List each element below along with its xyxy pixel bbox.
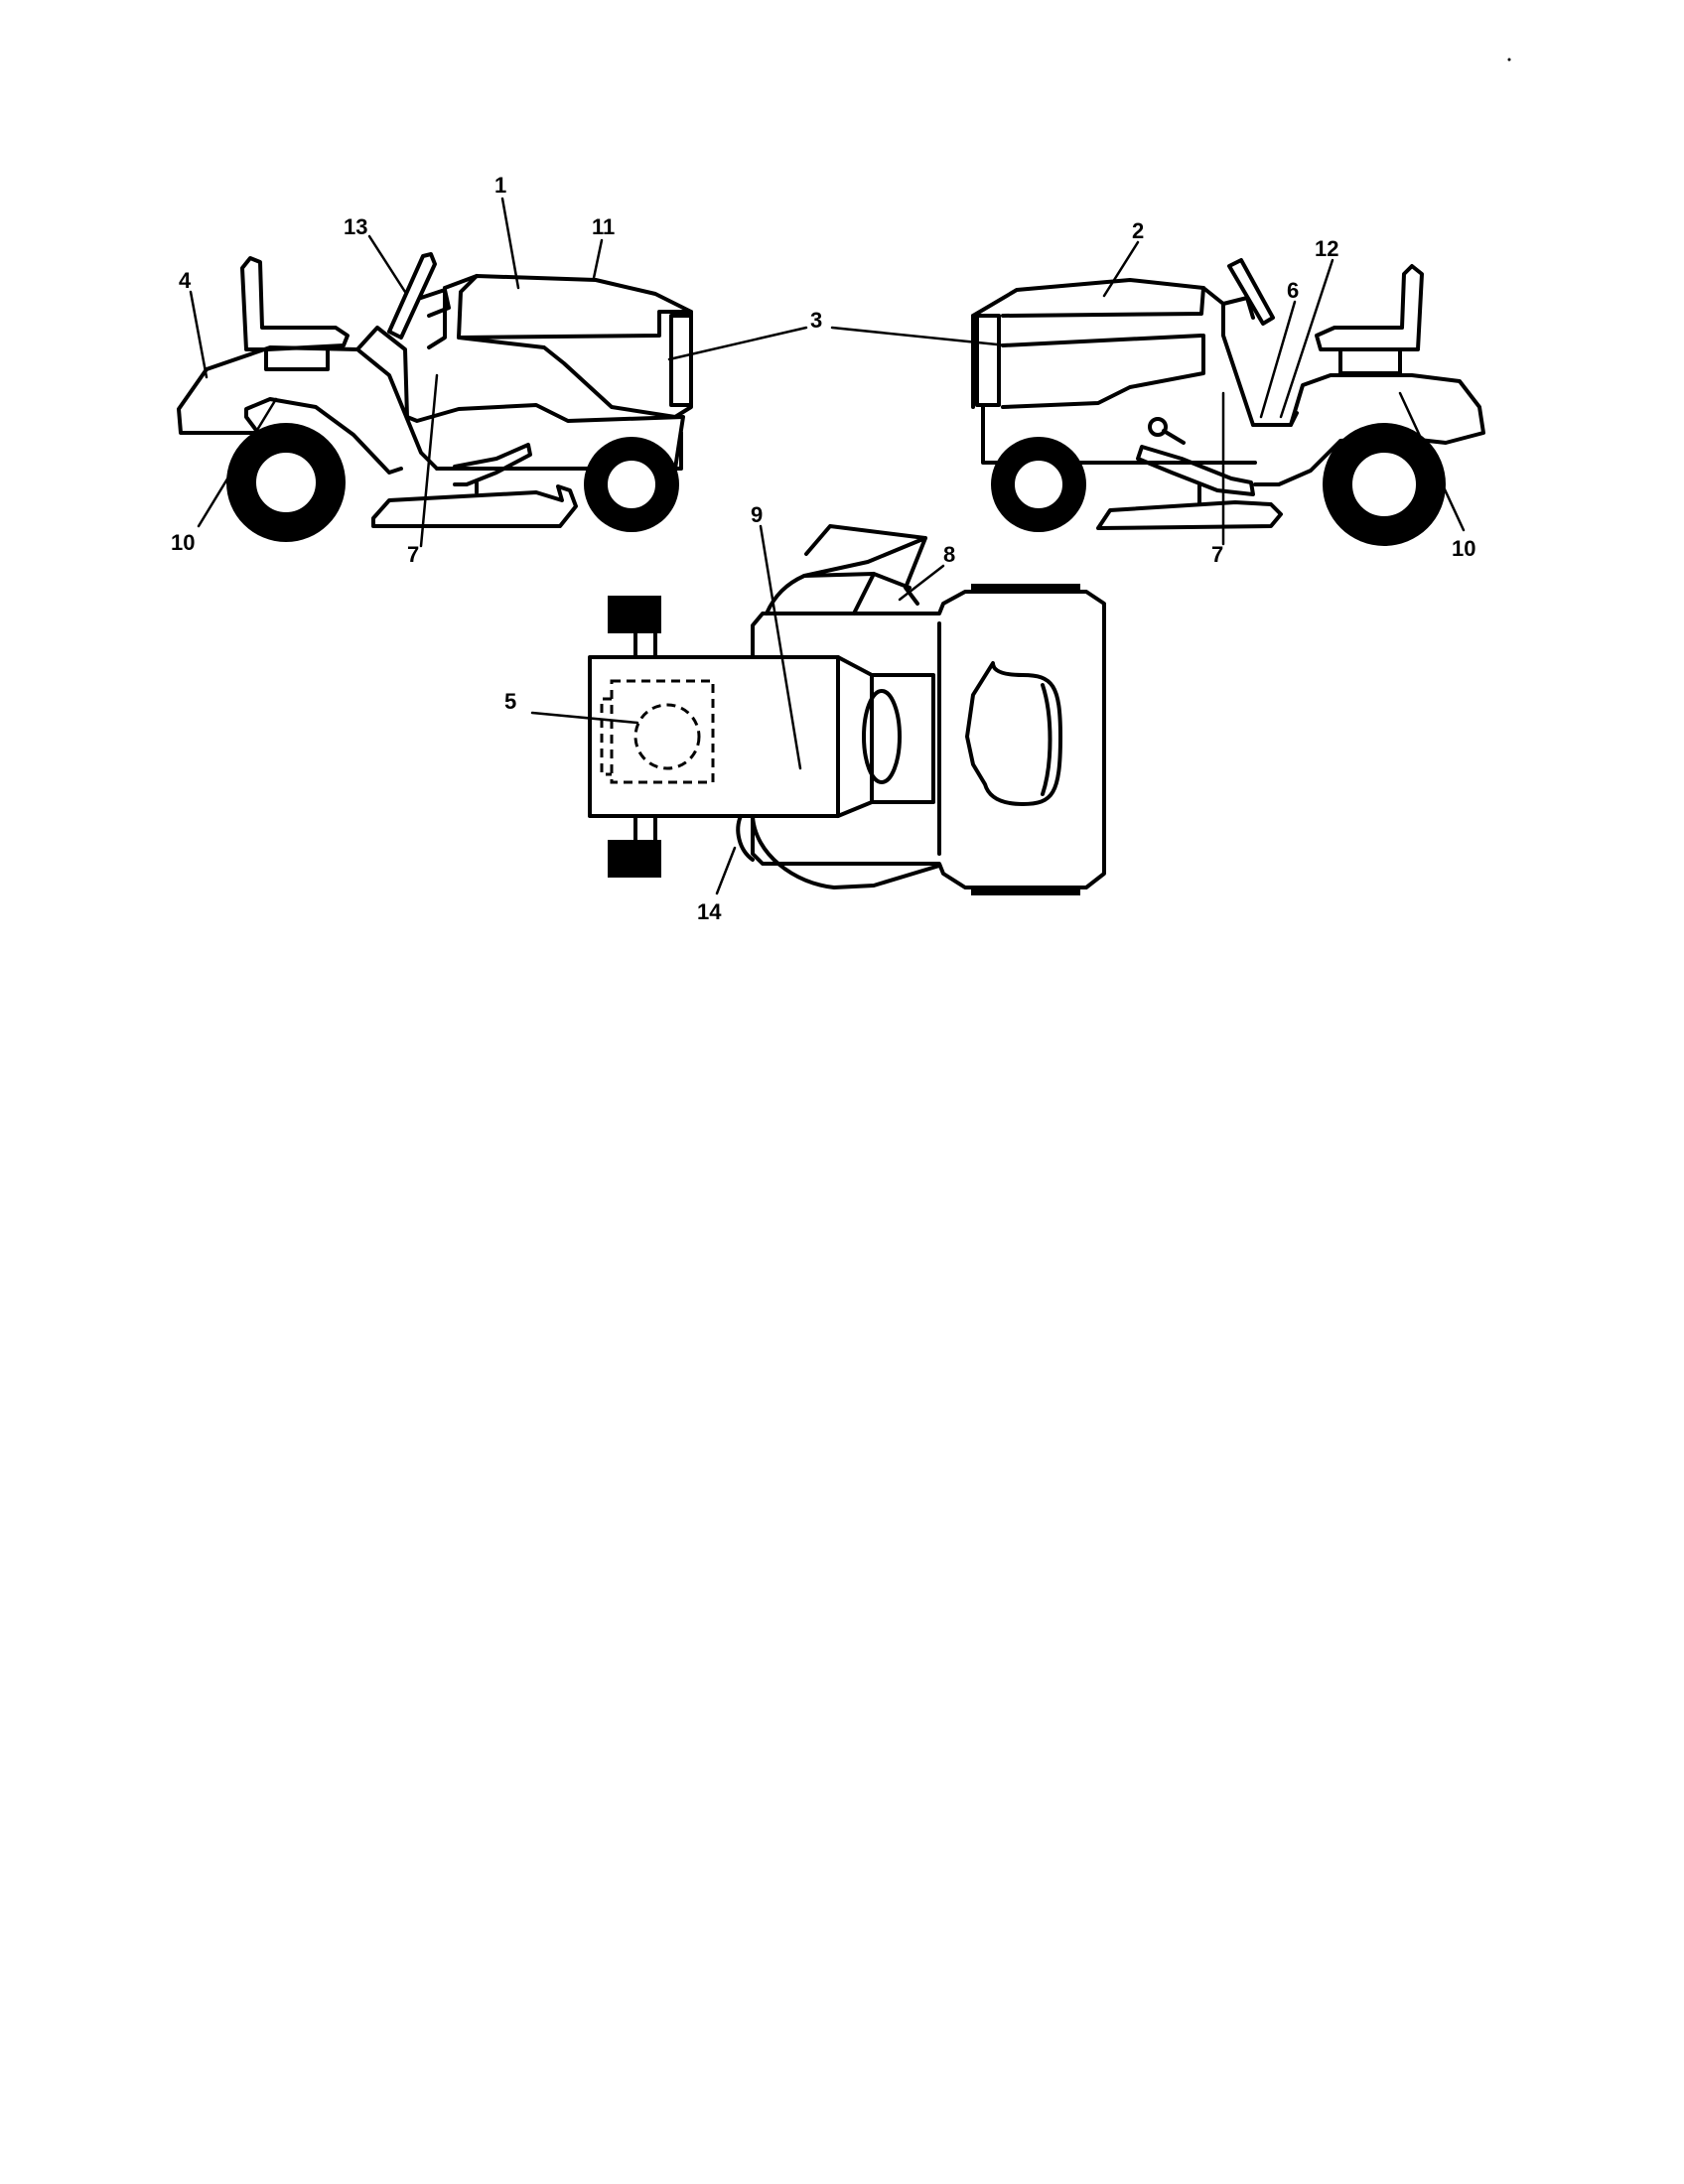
top-front-tire-upper <box>608 596 661 633</box>
callout-2: 2 <box>1132 218 1144 243</box>
left-mower-deck <box>371 484 578 528</box>
callout-4: 4 <box>179 268 192 293</box>
tractor-left-side-view <box>177 252 693 542</box>
top-front-tire-lower <box>608 840 661 878</box>
callout-5: 5 <box>504 689 516 714</box>
right-hood <box>971 278 1255 427</box>
callout-1: 1 <box>494 173 506 198</box>
callout-10-left: 10 <box>171 530 195 555</box>
callout-10-right: 10 <box>1452 536 1475 561</box>
callout-8: 8 <box>943 542 955 567</box>
left-steering-wheel <box>387 252 437 340</box>
left-hood <box>443 274 693 419</box>
callout-3: 3 <box>810 308 822 333</box>
page-dot-mark <box>1507 58 1511 62</box>
callout-6: 6 <box>1287 278 1299 303</box>
right-rear-fender <box>1251 373 1485 486</box>
right-grille <box>975 314 1001 407</box>
top-steering-wheel <box>862 689 902 784</box>
callout-14: 14 <box>697 899 722 924</box>
left-grille <box>669 314 693 407</box>
top-rear-tire-lower <box>971 886 1080 895</box>
right-steering-wheel <box>1227 258 1275 326</box>
tractor-top-view <box>588 524 1106 895</box>
top-hood <box>588 655 840 818</box>
top-seat <box>965 661 1062 806</box>
top-engine-outline <box>610 679 715 784</box>
top-discharge-chute <box>765 536 927 615</box>
callout-12: 12 <box>1315 236 1338 261</box>
callout-11: 11 <box>592 214 615 239</box>
right-key-knob <box>1148 417 1168 437</box>
top-body <box>751 590 1106 889</box>
callout-9: 9 <box>751 502 763 527</box>
tractor-right-side-view <box>971 258 1485 546</box>
right-seat <box>1315 264 1424 351</box>
callout-labels: 1 2 3 4 5 6 7 7 8 9 10 10 11 12 13 14 <box>171 173 1475 924</box>
top-rear-tire-upper <box>971 584 1080 594</box>
callout-7-right: 7 <box>1211 542 1223 567</box>
left-seat <box>240 256 350 351</box>
callout-13: 13 <box>344 214 367 239</box>
right-mower-deck <box>1096 500 1283 530</box>
leader-lines <box>189 197 1466 895</box>
callout-7-left: 7 <box>407 542 419 567</box>
left-rear-fender <box>205 326 685 471</box>
